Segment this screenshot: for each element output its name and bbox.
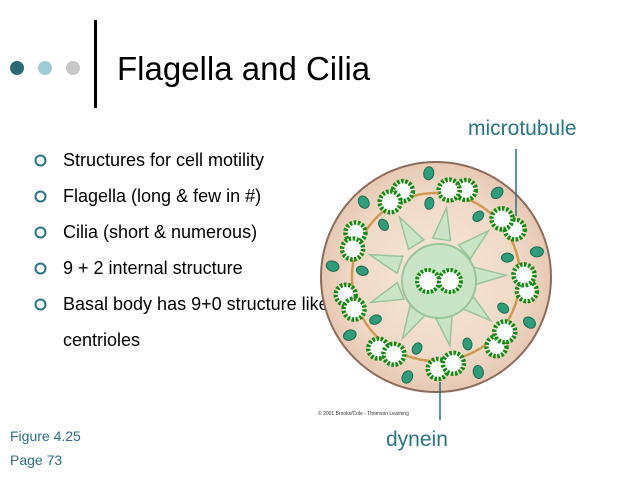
radial-spoke: [398, 214, 426, 251]
central-pair: [415, 268, 463, 294]
dot-dark: [10, 61, 24, 75]
bullet-marker-icon: [34, 190, 47, 203]
dot-mid: [38, 61, 52, 75]
microtubule-a: [341, 296, 367, 322]
radial-spoke: [431, 205, 452, 242]
dynein-arm: [325, 260, 340, 272]
microtubule-a: [511, 262, 537, 288]
dynein-arm: [424, 196, 435, 210]
microtubule-a: [381, 341, 407, 368]
radial-spokes: [367, 205, 509, 349]
bullet-text: Structures for cell motility: [63, 150, 265, 170]
dynein-label: dynein: [386, 428, 448, 451]
slide-title: Flagella and Cilia: [117, 50, 371, 87]
dynein-arm: [500, 252, 514, 263]
bullet-marker-icon: [34, 298, 47, 311]
bullet-marker-icon: [34, 154, 47, 167]
bullet-item: Cilia (short & numerous): [33, 214, 333, 250]
dynein-arm: [523, 316, 536, 329]
dynein-arm: [423, 166, 435, 181]
bullet-text: 9 + 2 internal structure: [63, 258, 243, 278]
dynein-arm: [472, 365, 484, 379]
bullet-text: Flagella (long & few in #): [63, 186, 262, 206]
radial-spoke: [457, 228, 491, 260]
bullet-item: Basal body has 9+0 structure like centri…: [33, 286, 333, 358]
microtubule-a: [440, 350, 467, 377]
copyright-credit: © 2001 Brooks/Cole - Thomson Learning: [318, 411, 409, 417]
dynein-arm: [378, 218, 389, 231]
dynein-arm: [369, 314, 382, 325]
dynein-arm: [357, 195, 370, 209]
radial-spoke: [368, 281, 405, 304]
bullet-marker-icon: [34, 262, 47, 275]
bullet-marker-icon: [34, 226, 47, 239]
dynein-arm: [497, 302, 510, 314]
dynein-arm: [490, 186, 504, 200]
page-reference: Page 73: [10, 452, 63, 468]
dot-light: [66, 61, 80, 75]
cilium-cross-section-diagram: [320, 149, 552, 420]
central-microtubule: [415, 268, 441, 294]
bullet-list: Structures for cell motility Flagella (l…: [33, 142, 333, 358]
microtubule-label: microtubule: [468, 117, 577, 140]
dynein-arm: [342, 329, 357, 341]
dynein-arm: [411, 342, 423, 355]
dynein-arm: [529, 246, 544, 258]
microtubule-a: [377, 189, 403, 215]
microtubule-a: [489, 206, 515, 232]
microtubule-a: [492, 319, 518, 345]
dynein-arm: [472, 210, 485, 222]
bullet-item: Flagella (long & few in #): [33, 178, 333, 214]
dynein-arm: [462, 337, 473, 351]
bullet-item: Structures for cell motility: [33, 142, 333, 178]
bullet-item: 9 + 2 internal structure: [33, 250, 333, 286]
microtubule-a: [339, 236, 366, 262]
bullet-text: Cilia (short & numerous): [63, 222, 258, 242]
dynein-arm: [355, 265, 369, 276]
title-divider: [94, 20, 97, 108]
microtubule-a: [436, 177, 462, 203]
microtubule-doublets: [325, 166, 544, 384]
figure-reference: Figure 4.25: [10, 428, 81, 444]
central-microtubule: [437, 268, 463, 294]
radial-spoke: [367, 253, 404, 275]
bullet-text: Basal body has 9+0 structure like centri…: [63, 294, 329, 350]
dynein-arm: [401, 370, 414, 384]
